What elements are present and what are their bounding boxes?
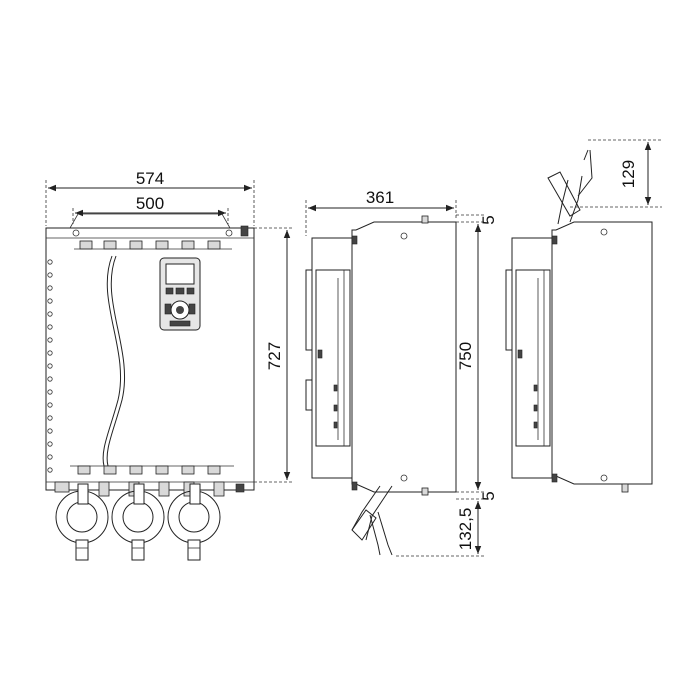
- dim-height-mount: 727: [254, 227, 292, 483]
- side-view: 361 750 5 5 132,5: [305, 188, 498, 557]
- dim-width-overall: 574: [45, 169, 255, 226]
- keypad-display: [165, 263, 195, 285]
- dim-cable-bottom: 132,5: [396, 501, 484, 557]
- side-cable: [351, 485, 381, 531]
- current-transformers: [55, 483, 221, 561]
- keypad: [159, 257, 201, 331]
- bottom-terminal-blocks: [70, 465, 234, 475]
- dim-label-574: 574: [136, 169, 164, 188]
- front-enclosure: [45, 227, 255, 491]
- dim-label-361: 361: [366, 188, 394, 207]
- dim-height-total: 750: [456, 214, 484, 500]
- side-screws: [47, 259, 53, 473]
- dim-label-129: 129: [619, 160, 638, 188]
- dim-label-750: 750: [456, 342, 475, 370]
- dim-label-5-top: 5: [479, 215, 498, 224]
- dim-label-727: 727: [265, 342, 284, 370]
- ribbon-cable: [102, 255, 122, 467]
- dim-label-132-5: 132,5: [456, 508, 475, 551]
- dim-width-mount: 500: [72, 194, 229, 224]
- dim-label-5-bottom: 5: [479, 491, 498, 500]
- top-terminal-blocks: [74, 240, 232, 250]
- side-heatsink: [351, 221, 457, 493]
- front-view: 574 500 727: [45, 169, 292, 561]
- dim-depth: 361: [305, 188, 457, 236]
- dim-cable-top: 129: [570, 139, 662, 208]
- rear-view: 129: [505, 139, 662, 493]
- top-bracket: [69, 213, 231, 229]
- dim-label-500: 500: [136, 194, 164, 213]
- rear-heatsink: [551, 221, 653, 485]
